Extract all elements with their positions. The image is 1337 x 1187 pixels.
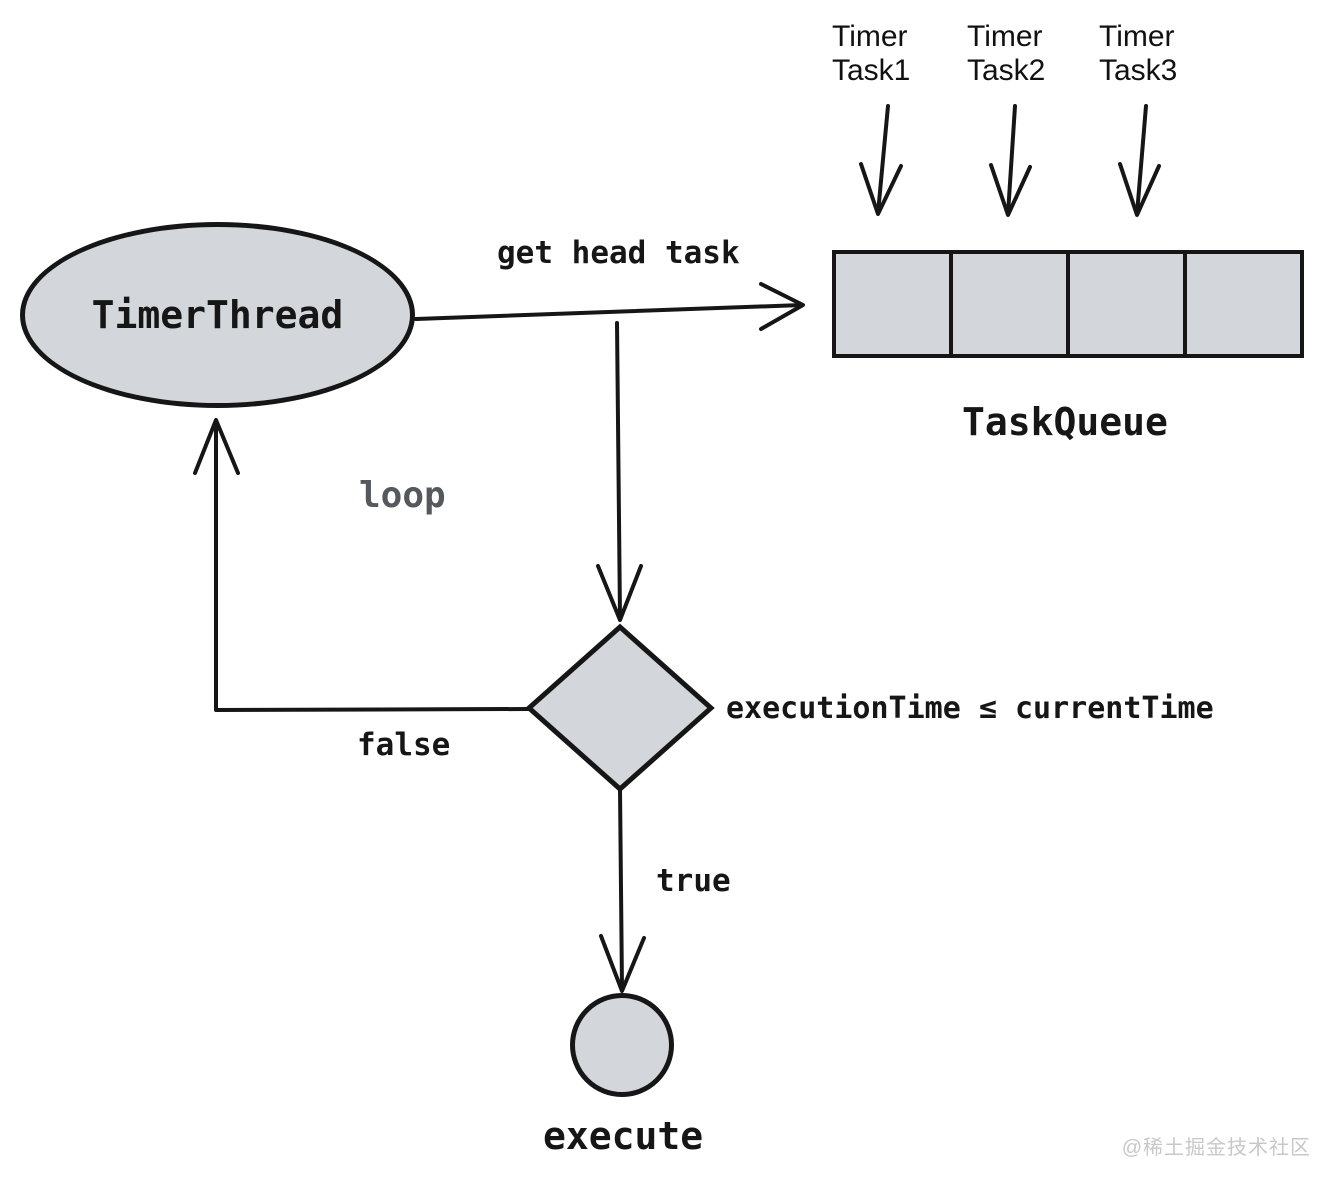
timer-task3-line1: Timer [1099, 20, 1175, 53]
true-label: true [656, 863, 731, 899]
timer-task3-line2: Task3 [1099, 54, 1178, 87]
timer-task2-line1: Timer [967, 20, 1043, 53]
task-queue-cell [836, 254, 949, 354]
task-queue-cell [949, 254, 1066, 354]
get-head-task-arrow [414, 282, 805, 331]
false-arrow [193, 418, 530, 712]
false-label: false [357, 727, 451, 763]
true-arrow [599, 787, 646, 993]
execute-label: execute [543, 1114, 704, 1158]
execute-node [570, 993, 674, 1097]
timer-task1-line1: Timer [832, 20, 908, 53]
loop-label: loop [359, 475, 446, 516]
timer-thread-label: TimerThread [91, 293, 344, 337]
task-queue-cell [1183, 254, 1300, 354]
timer-thread-node: TimerThread [20, 222, 415, 408]
task-queue-cell [1066, 254, 1183, 354]
get-head-task-label: get head task [497, 235, 740, 271]
timer-task1-arrow [859, 104, 903, 216]
task-queue-node [832, 250, 1304, 358]
to-decision-arrow [596, 321, 643, 622]
timer-task2-arrow [989, 104, 1032, 217]
condition-label: executionTime ≤ currentTime [726, 691, 1214, 726]
timer-task3-arrow [1118, 104, 1161, 217]
timer-task1-line2: Task1 [832, 54, 911, 87]
condition-diamond [525, 623, 715, 793]
watermark: @稀土掘金技术社区 [1121, 1137, 1311, 1159]
timer-task2-line2: Task2 [967, 54, 1046, 87]
task-queue-label: TaskQueue [962, 400, 1168, 444]
